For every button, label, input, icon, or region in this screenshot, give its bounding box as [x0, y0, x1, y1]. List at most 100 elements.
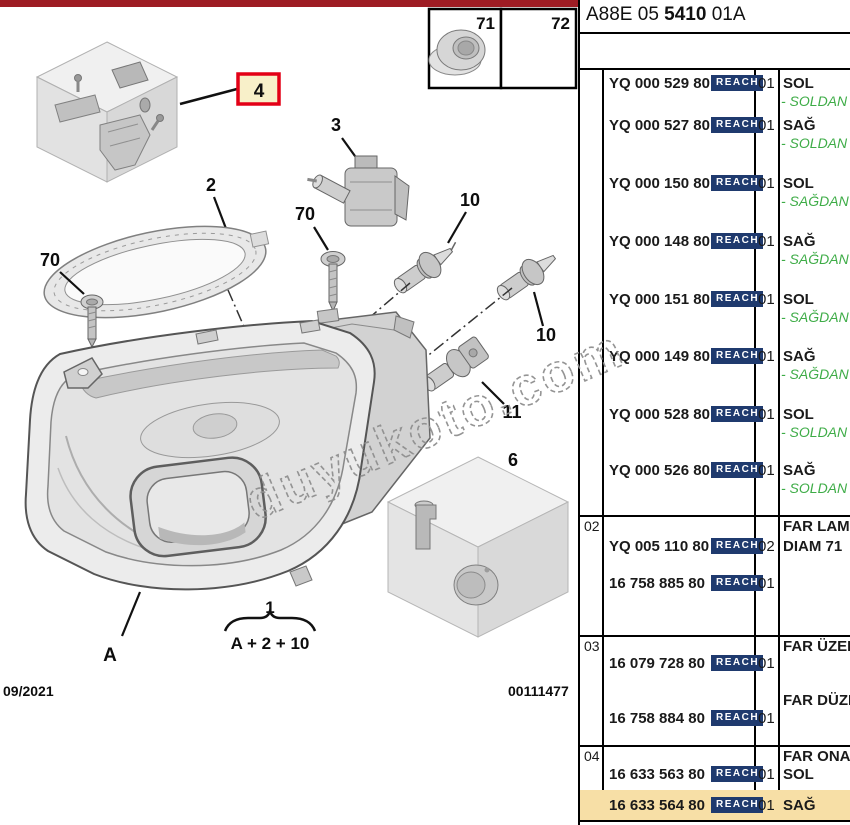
- table-row[interactable]: YQ 000 149 80 REACH 01 SAĞ: [580, 348, 850, 368]
- divider: [778, 68, 780, 822]
- assembly-formula: A + 2 + 10: [231, 634, 310, 653]
- quantity: 01: [758, 175, 775, 192]
- part-label-71: 71: [476, 14, 495, 33]
- table-row[interactable]: 16 758 884 80 REACH 01: [580, 710, 850, 730]
- quantity: 01: [758, 766, 775, 783]
- quantity: 02: [758, 538, 775, 555]
- axis-line-10-right: [424, 287, 513, 359]
- page-code-main: 5410: [664, 4, 707, 25]
- leader-line-11: [481, 381, 505, 405]
- part-number: YQ 000 527 80: [609, 117, 710, 134]
- table-row[interactable]: 16 633 563 80 REACH 01 SOL: [580, 766, 850, 786]
- document-number: 00111477: [508, 683, 569, 699]
- description-note: - SOLDAN S: [781, 480, 850, 496]
- leveling-motor: [307, 155, 410, 227]
- divider: [580, 68, 850, 70]
- table-row[interactable]: YQ 000 529 80 REACH 01 SOL: [580, 75, 850, 95]
- reach-badge[interactable]: REACH: [711, 348, 764, 364]
- revision-date: 09/2021: [3, 683, 54, 699]
- table-row-selected[interactable]: 16 633 564 80 REACH 01 SAĞ: [580, 797, 850, 817]
- reach-badge[interactable]: REACH: [711, 291, 764, 307]
- inset-box-71: 71: [427, 7, 503, 90]
- bulb-icon-11: [422, 336, 489, 392]
- part-label-6: 6: [508, 450, 518, 470]
- table-row[interactable]: YQ 000 150 80 REACH 01 SOL: [580, 175, 850, 195]
- table-row[interactable]: 16 758 885 80 REACH 01: [580, 575, 850, 595]
- quantity: 01: [758, 575, 775, 592]
- reach-badge[interactable]: REACH: [711, 233, 764, 249]
- reach-badge[interactable]: REACH: [711, 175, 764, 191]
- description: SAĞ: [783, 233, 816, 250]
- description-note: - SOLDAN S: [781, 93, 850, 109]
- callout-4[interactable]: 4: [236, 72, 281, 106]
- page-code: A88E 05 5410 01A: [586, 4, 746, 26]
- page-code-prefix: A88E 05: [586, 4, 665, 25]
- divider: [580, 745, 850, 747]
- leader-line-70-left: [59, 271, 85, 295]
- reach-badge[interactable]: REACH: [711, 75, 764, 91]
- reach-badge[interactable]: REACH: [711, 406, 764, 422]
- part-number: 16 079 728 80: [609, 655, 705, 672]
- quantity: 01: [758, 655, 775, 672]
- brace: [223, 606, 317, 632]
- description-note: - SOLDAN S: [781, 424, 850, 440]
- leader-line-70-right: [313, 226, 329, 251]
- part-number: YQ 000 526 80: [609, 462, 710, 479]
- bezel-ring: [43, 225, 270, 319]
- part-number: YQ 000 529 80: [609, 75, 710, 92]
- bulb-icon-right: [496, 254, 557, 301]
- description: SOL: [783, 766, 814, 783]
- page-code-suffix: 01A: [706, 4, 746, 25]
- part-number: YQ 000 149 80: [609, 348, 710, 365]
- description-note: - SAĞDAN S: [781, 366, 850, 382]
- description: SOL: [783, 175, 814, 192]
- table-row[interactable]: YQ 000 148 80 REACH 01 SAĞ: [580, 233, 850, 253]
- part-label-72: 72: [551, 14, 570, 33]
- description: SOL: [783, 406, 814, 423]
- exploded-diagram: 71 72: [0, 0, 578, 699]
- part-label-11: 11: [502, 402, 521, 422]
- part-label-70-left: 70: [40, 250, 60, 270]
- reach-badge[interactable]: REACH: [711, 538, 764, 554]
- section-description: FAR ONARI: [783, 748, 850, 765]
- divider: [580, 515, 850, 517]
- part-number: 16 633 563 80: [609, 766, 705, 783]
- reach-badge[interactable]: REACH: [711, 575, 764, 591]
- quantity: 01: [758, 797, 775, 814]
- reach-badge[interactable]: REACH: [711, 710, 764, 726]
- section-description: FAR ÜZERİ: [783, 638, 850, 655]
- reach-badge[interactable]: REACH: [711, 655, 764, 671]
- table-row[interactable]: YQ 000 526 80 REACH 01 SAĞ: [580, 462, 850, 482]
- description: SAĞ: [783, 348, 816, 365]
- description-note: - SOLDAN S: [781, 135, 850, 151]
- screw-icon-left: [80, 294, 104, 349]
- table-row[interactable]: YQ 000 528 80 REACH 01 SOL: [580, 406, 850, 426]
- reach-badge[interactable]: REACH: [711, 462, 764, 478]
- table-row[interactable]: YQ 000 527 80 REACH 01 SAĞ: [580, 117, 850, 137]
- item-number: 02: [584, 518, 600, 534]
- quantity: 01: [758, 406, 775, 423]
- inset-box-72: 72: [499, 7, 578, 90]
- description: SAĞ: [783, 797, 816, 814]
- part-label-10-top: 10: [460, 190, 480, 210]
- description-note: - SAĞDAN S: [781, 309, 850, 325]
- leader-line-10-top: [447, 211, 467, 244]
- part-label-10-right: 10: [536, 325, 556, 345]
- parts-table-panel: A88E 05 5410 01A YQ 000 529 80 REACH 01 …: [578, 0, 850, 825]
- divider: [580, 635, 850, 637]
- section-description: FAR DÜZEL: [783, 692, 850, 709]
- description: SOL: [783, 291, 814, 308]
- cap-kit-cube: [386, 456, 570, 638]
- part-number: YQ 005 110 80: [609, 538, 710, 555]
- divider: [580, 32, 850, 34]
- reach-badge[interactable]: REACH: [711, 766, 764, 782]
- quantity: 01: [758, 462, 775, 479]
- table-row[interactable]: YQ 000 151 80 REACH 01 SOL: [580, 291, 850, 311]
- quantity: 01: [758, 117, 775, 134]
- section-description: FAR LAMBA: [783, 518, 850, 535]
- table-row[interactable]: 16 079 728 80 REACH 01: [580, 655, 850, 675]
- reach-badge[interactable]: REACH: [711, 117, 764, 133]
- part-label-4[interactable]: 4: [254, 81, 265, 102]
- reach-badge[interactable]: REACH: [711, 797, 764, 813]
- table-row[interactable]: YQ 005 110 80 REACH 02 DIAM 71: [580, 538, 850, 558]
